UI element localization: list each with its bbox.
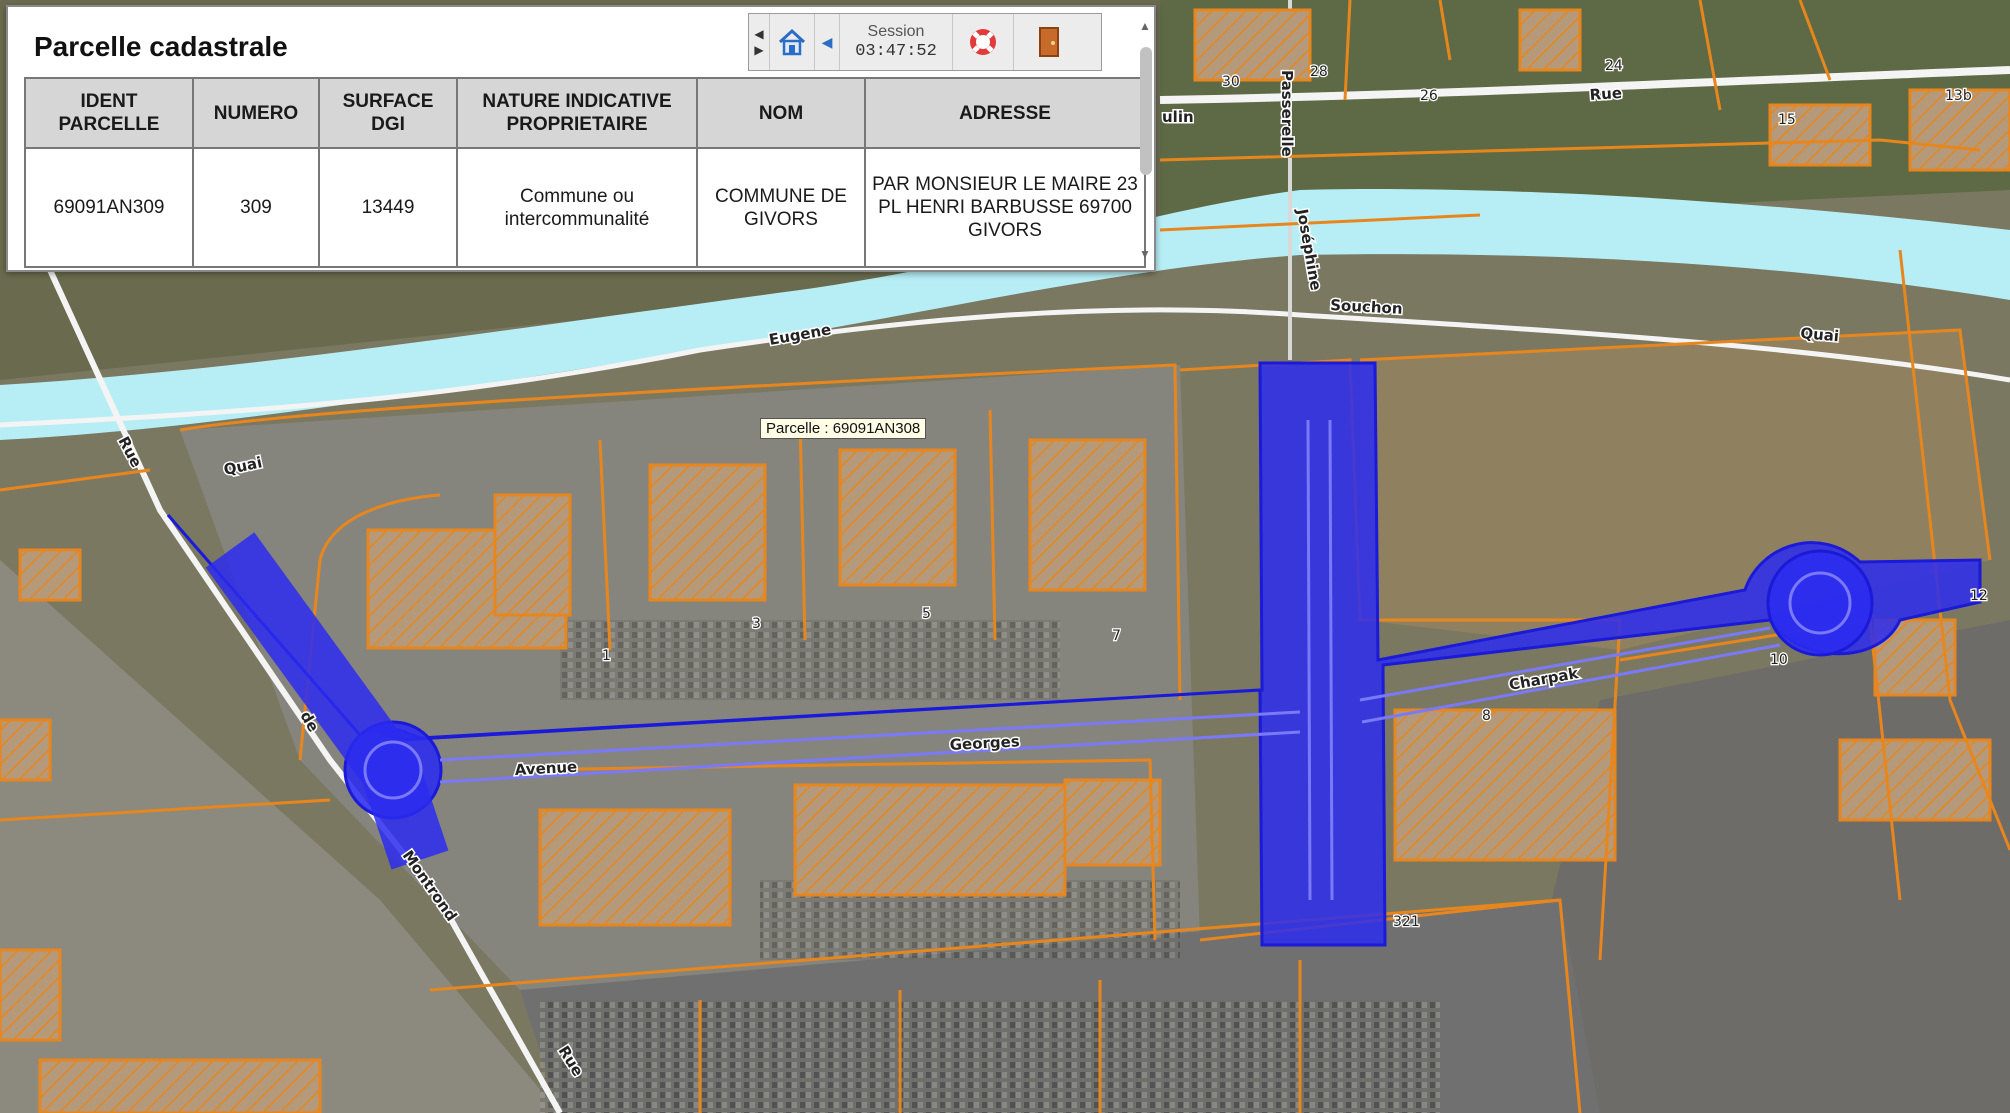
home-icon[interactable] — [770, 14, 815, 70]
column-header: IDENT PARCELLE — [24, 77, 194, 149]
column-header: NATURE INDICATIVE PROPRIETAIRE — [456, 77, 698, 149]
parcel-number: 321 — [1393, 914, 1420, 930]
street-label: Rue — [1589, 84, 1623, 104]
street-label: Passerelle — [1278, 70, 1296, 157]
parcel-number: 26 — [1420, 88, 1438, 104]
parcel-number: 24 — [1605, 58, 1623, 74]
table-cell: 309 — [192, 147, 320, 268]
parcel-number: 5 — [922, 606, 931, 622]
street-label: Quai — [1800, 324, 1840, 345]
street-label: Avenue — [514, 758, 577, 779]
street-label: Souchon — [1330, 296, 1403, 318]
scroll-down-icon[interactable]: ▼ — [1139, 247, 1151, 261]
parcel-number: 7 — [1112, 628, 1121, 644]
session-time: 03:47:52 — [855, 42, 937, 61]
table-row[interactable]: 69091AN309 309 13449 Commune ou intercom… — [24, 147, 1146, 268]
panel-scrollbar[interactable]: ▲ ▼ — [1136, 17, 1156, 265]
scrollbar-thumb[interactable] — [1140, 47, 1152, 175]
column-header: NOM — [696, 77, 866, 149]
parcel-table: IDENT PARCELLE NUMERO SURFACE DGI NATURE… — [24, 77, 1146, 268]
table-cell: Commune ou intercommunalité — [456, 147, 698, 268]
street-label: ulin — [1162, 108, 1194, 126]
table-cell: COMMUNE DE GIVORS — [696, 147, 866, 268]
panel-title: Parcelle cadastrale — [34, 31, 288, 62]
parcel-info-panel: Parcelle cadastrale ◀▶ ◀ Session 03:47:5… — [6, 5, 1156, 272]
parcel-number: 12 — [1970, 588, 1988, 604]
scroll-up-icon[interactable]: ▲ — [1139, 19, 1151, 33]
table-cell: 13449 — [318, 147, 458, 268]
arrows-icon[interactable]: ◀▶ — [749, 14, 770, 70]
parcel-number: 3 — [752, 616, 761, 632]
parcel-number: 15 — [1778, 112, 1796, 128]
session-timer: Session 03:47:52 — [840, 14, 953, 70]
highlighted-parcel[interactable] — [166, 361, 1982, 947]
parcel-number: 8 — [1482, 708, 1491, 724]
parcel-number: 10 — [1770, 652, 1788, 668]
table-cell: 69091AN309 — [24, 147, 194, 268]
parcel-number: 28 — [1310, 64, 1328, 80]
help-lifebuoy-icon[interactable] — [953, 14, 1014, 70]
back-arrow-icon[interactable]: ◀ — [815, 14, 840, 70]
parcel-number: 1 — [602, 648, 611, 664]
street-label: Georges — [949, 732, 1020, 754]
toolbar: ◀▶ ◀ Session 03:47:52 — [748, 13, 1102, 71]
column-header: NUMERO — [192, 77, 320, 149]
parcel-number: 30 — [1222, 74, 1240, 90]
parcel-tooltip: Parcelle : 69091AN308 — [760, 418, 927, 439]
table-cell: PAR MONSIEUR LE MAIRE 23 PL HENRI BARBUS… — [864, 147, 1146, 268]
column-header: SURFACE DGI — [318, 77, 458, 149]
exit-door-icon[interactable] — [1014, 14, 1084, 70]
session-label: Session — [867, 23, 925, 40]
table-header-row: IDENT PARCELLE NUMERO SURFACE DGI NATURE… — [24, 77, 1146, 149]
column-header: ADRESSE — [864, 77, 1146, 149]
parcel-number: 13b — [1945, 88, 1972, 104]
